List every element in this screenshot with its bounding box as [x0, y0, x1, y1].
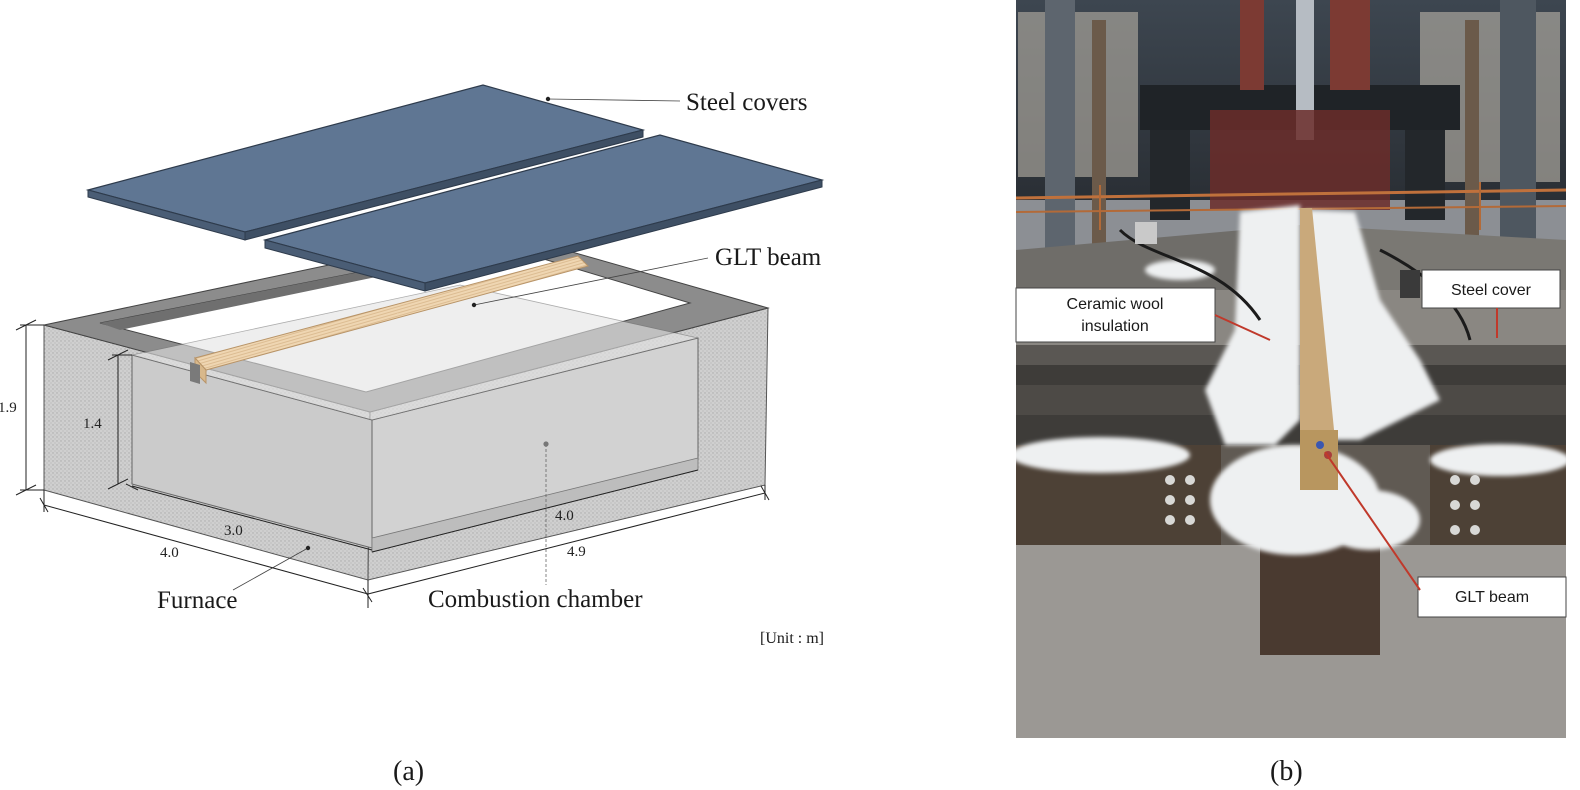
dim-furnace-length: 4.9: [567, 544, 586, 560]
panel-b-photo: Ceramic wool insulation Steel cover GLT …: [1015, 0, 1567, 787]
dim-chamber-length: 4.0: [555, 508, 574, 524]
label-ceramic-wool-line1: Ceramic wool: [1067, 296, 1164, 313]
leader-dot-combustion-chamber: [543, 441, 549, 447]
caption-a: (a): [393, 756, 424, 787]
label-box-steel-cover: [1421, 269, 1561, 309]
dim-chamber-height: 1.4: [83, 416, 102, 432]
dim-furnace-height: 1.9: [0, 400, 17, 416]
leader-dot-furnace: [305, 545, 311, 551]
leader-steel-covers: [547, 98, 681, 102]
leader-red-ceramic-wool: [1214, 314, 1271, 341]
leader-glt-beam: [473, 257, 709, 306]
dim-furnace-width: 4.0: [160, 545, 179, 561]
label-steel-covers: Steel covers: [686, 89, 807, 116]
caption-b: (b): [1270, 756, 1303, 787]
label-ceramic-wool-line2: insulation: [1081, 318, 1149, 335]
label-furnace: Furnace: [157, 587, 238, 614]
glt-beam-support: [190, 362, 200, 384]
unit-note: [Unit : m]: [760, 630, 824, 647]
dimension-lines: [15, 319, 770, 608]
leader-dot-steel-covers: [545, 96, 551, 102]
label-box-glt-beam-b: [1417, 576, 1567, 618]
panel-a-drawing: 1.9 1.4 3.0 4.0 4.0 4.9 Steel covers GLT…: [0, 84, 825, 787]
label-steel-cover: Steel cover: [1451, 282, 1532, 299]
label-glt-beam-a: GLT beam: [715, 244, 822, 271]
steel-cover-1-edge2: [244, 129, 644, 241]
dim-chamber-width: 3.0: [224, 523, 243, 539]
label-combustion-chamber: Combustion chamber: [428, 586, 643, 613]
steel-cover-2-edge2: [424, 179, 823, 292]
label-box-ceramic-wool: [1015, 287, 1216, 343]
leader-dot-glt-beam: [471, 302, 477, 308]
leader-furnace: [232, 547, 309, 591]
leader-red-glt-beam: [1324, 451, 1421, 591]
chamber-top-edge: [131, 284, 699, 421]
label-glt-beam-b: GLT beam: [1455, 589, 1529, 606]
